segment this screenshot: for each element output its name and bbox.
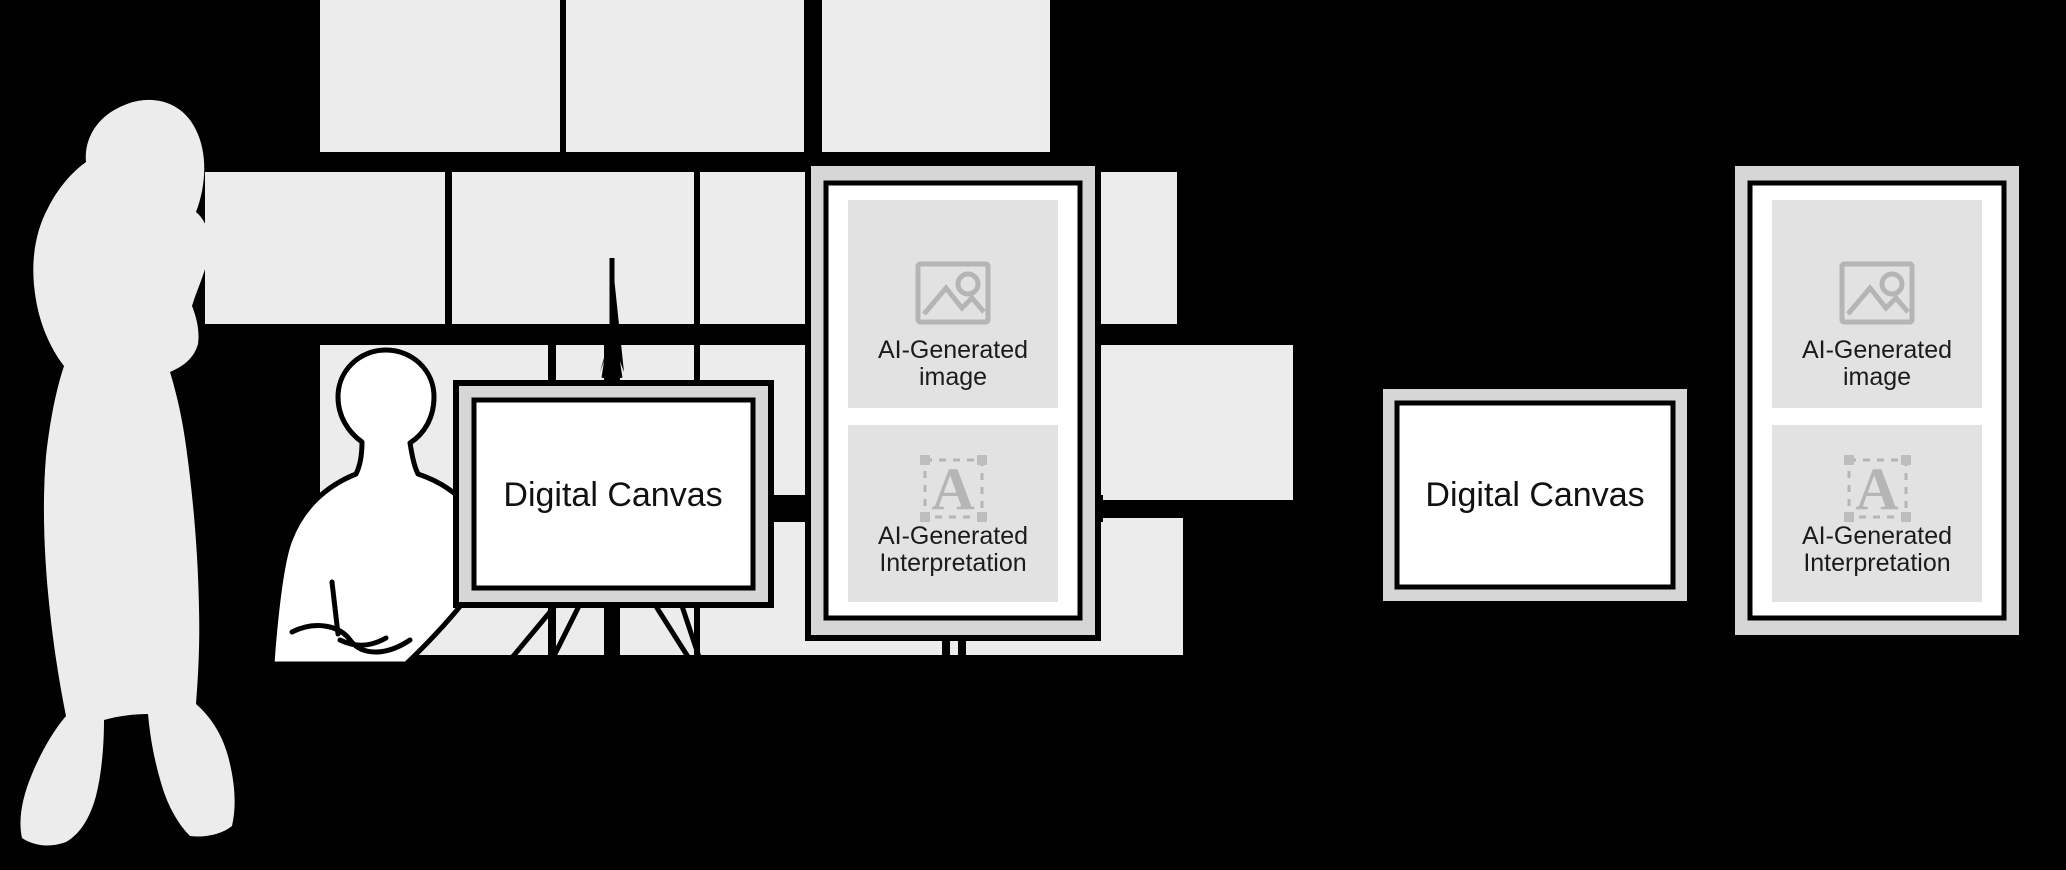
easel-leg-right-inner	[649, 598, 693, 662]
visitor-body	[20, 99, 235, 846]
ai-card-image-label-2: image	[919, 363, 987, 391]
image-placeholder-icon	[1839, 261, 1915, 325]
ai-card-image-label-1: AI-Generated	[878, 336, 1028, 364]
image-placeholder-icon	[915, 261, 991, 325]
ai-card-interpretation[interactable]: A AI-Generated Interpretation	[848, 425, 1058, 602]
easel-leg-left-inner	[549, 598, 585, 662]
text-selection-a-icon: A	[1844, 455, 1911, 522]
ai-card-interpretation-slot	[848, 425, 1058, 602]
child-crossed-arms	[289, 623, 413, 655]
wall-panel	[205, 172, 445, 324]
ai-card-image[interactable]: AI-Generated image	[1772, 200, 1982, 408]
easel-leg-right	[677, 599, 703, 661]
ai-card-interpretation-label-1: AI-Generated	[1802, 522, 1952, 550]
text-selection-a-icon: A	[920, 455, 987, 522]
ai-frame-right[interactable]: AI-Generated image A AI-Generated Interp…	[1729, 160, 2025, 641]
canvas-surface	[471, 397, 756, 591]
ai-card-interpretation-label-2: Interpretation	[879, 549, 1026, 577]
ai-card-interpretation-label-1: AI-Generated	[878, 522, 1028, 550]
wall-panel	[1103, 345, 1293, 500]
digital-canvas-left-label: Digital Canvas	[503, 476, 722, 514]
ai-card-image-label-1: AI-Generated	[1802, 336, 1952, 364]
svg-text:A: A	[931, 456, 974, 522]
wall-panel	[822, 0, 1050, 152]
canvas-right-surface	[1394, 400, 1676, 590]
wall-panel	[566, 0, 804, 152]
pencil-icon	[329, 579, 341, 637]
child-forearm	[337, 635, 389, 648]
ai-frame-center[interactable]: AI-Generated image A AI-Generated Interp…	[805, 160, 1101, 668]
wall-panel	[320, 0, 560, 152]
digital-canvas-right[interactable]: Digital Canvas	[1377, 383, 1693, 607]
ai-card-interpretation-label-2: Interpretation	[1803, 549, 1950, 577]
ai-card-image-label-2: image	[1843, 363, 1911, 391]
wall-panel	[452, 172, 694, 324]
easel-leg-left	[508, 598, 562, 662]
ai-card-interpretation-slot	[1772, 425, 1982, 602]
digital-canvas-right-label: Digital Canvas	[1425, 476, 1644, 514]
ai-frame-center-stand-left	[942, 638, 950, 668]
standing-visitor-silhouette	[20, 99, 235, 846]
ai-frame-center-stand-right	[958, 638, 966, 668]
digital-canvas-left[interactable]: Digital Canvas	[453, 380, 774, 608]
wall-panel	[1095, 172, 1177, 324]
svg-text:A: A	[1855, 456, 1898, 522]
ai-card-image-slot	[1772, 200, 1982, 408]
ai-card-image[interactable]: AI-Generated image	[848, 200, 1058, 408]
ai-card-image-slot	[848, 200, 1058, 408]
wall-panel	[700, 172, 810, 324]
ai-card-interpretation[interactable]: A AI-Generated Interpretation	[1772, 425, 1982, 602]
